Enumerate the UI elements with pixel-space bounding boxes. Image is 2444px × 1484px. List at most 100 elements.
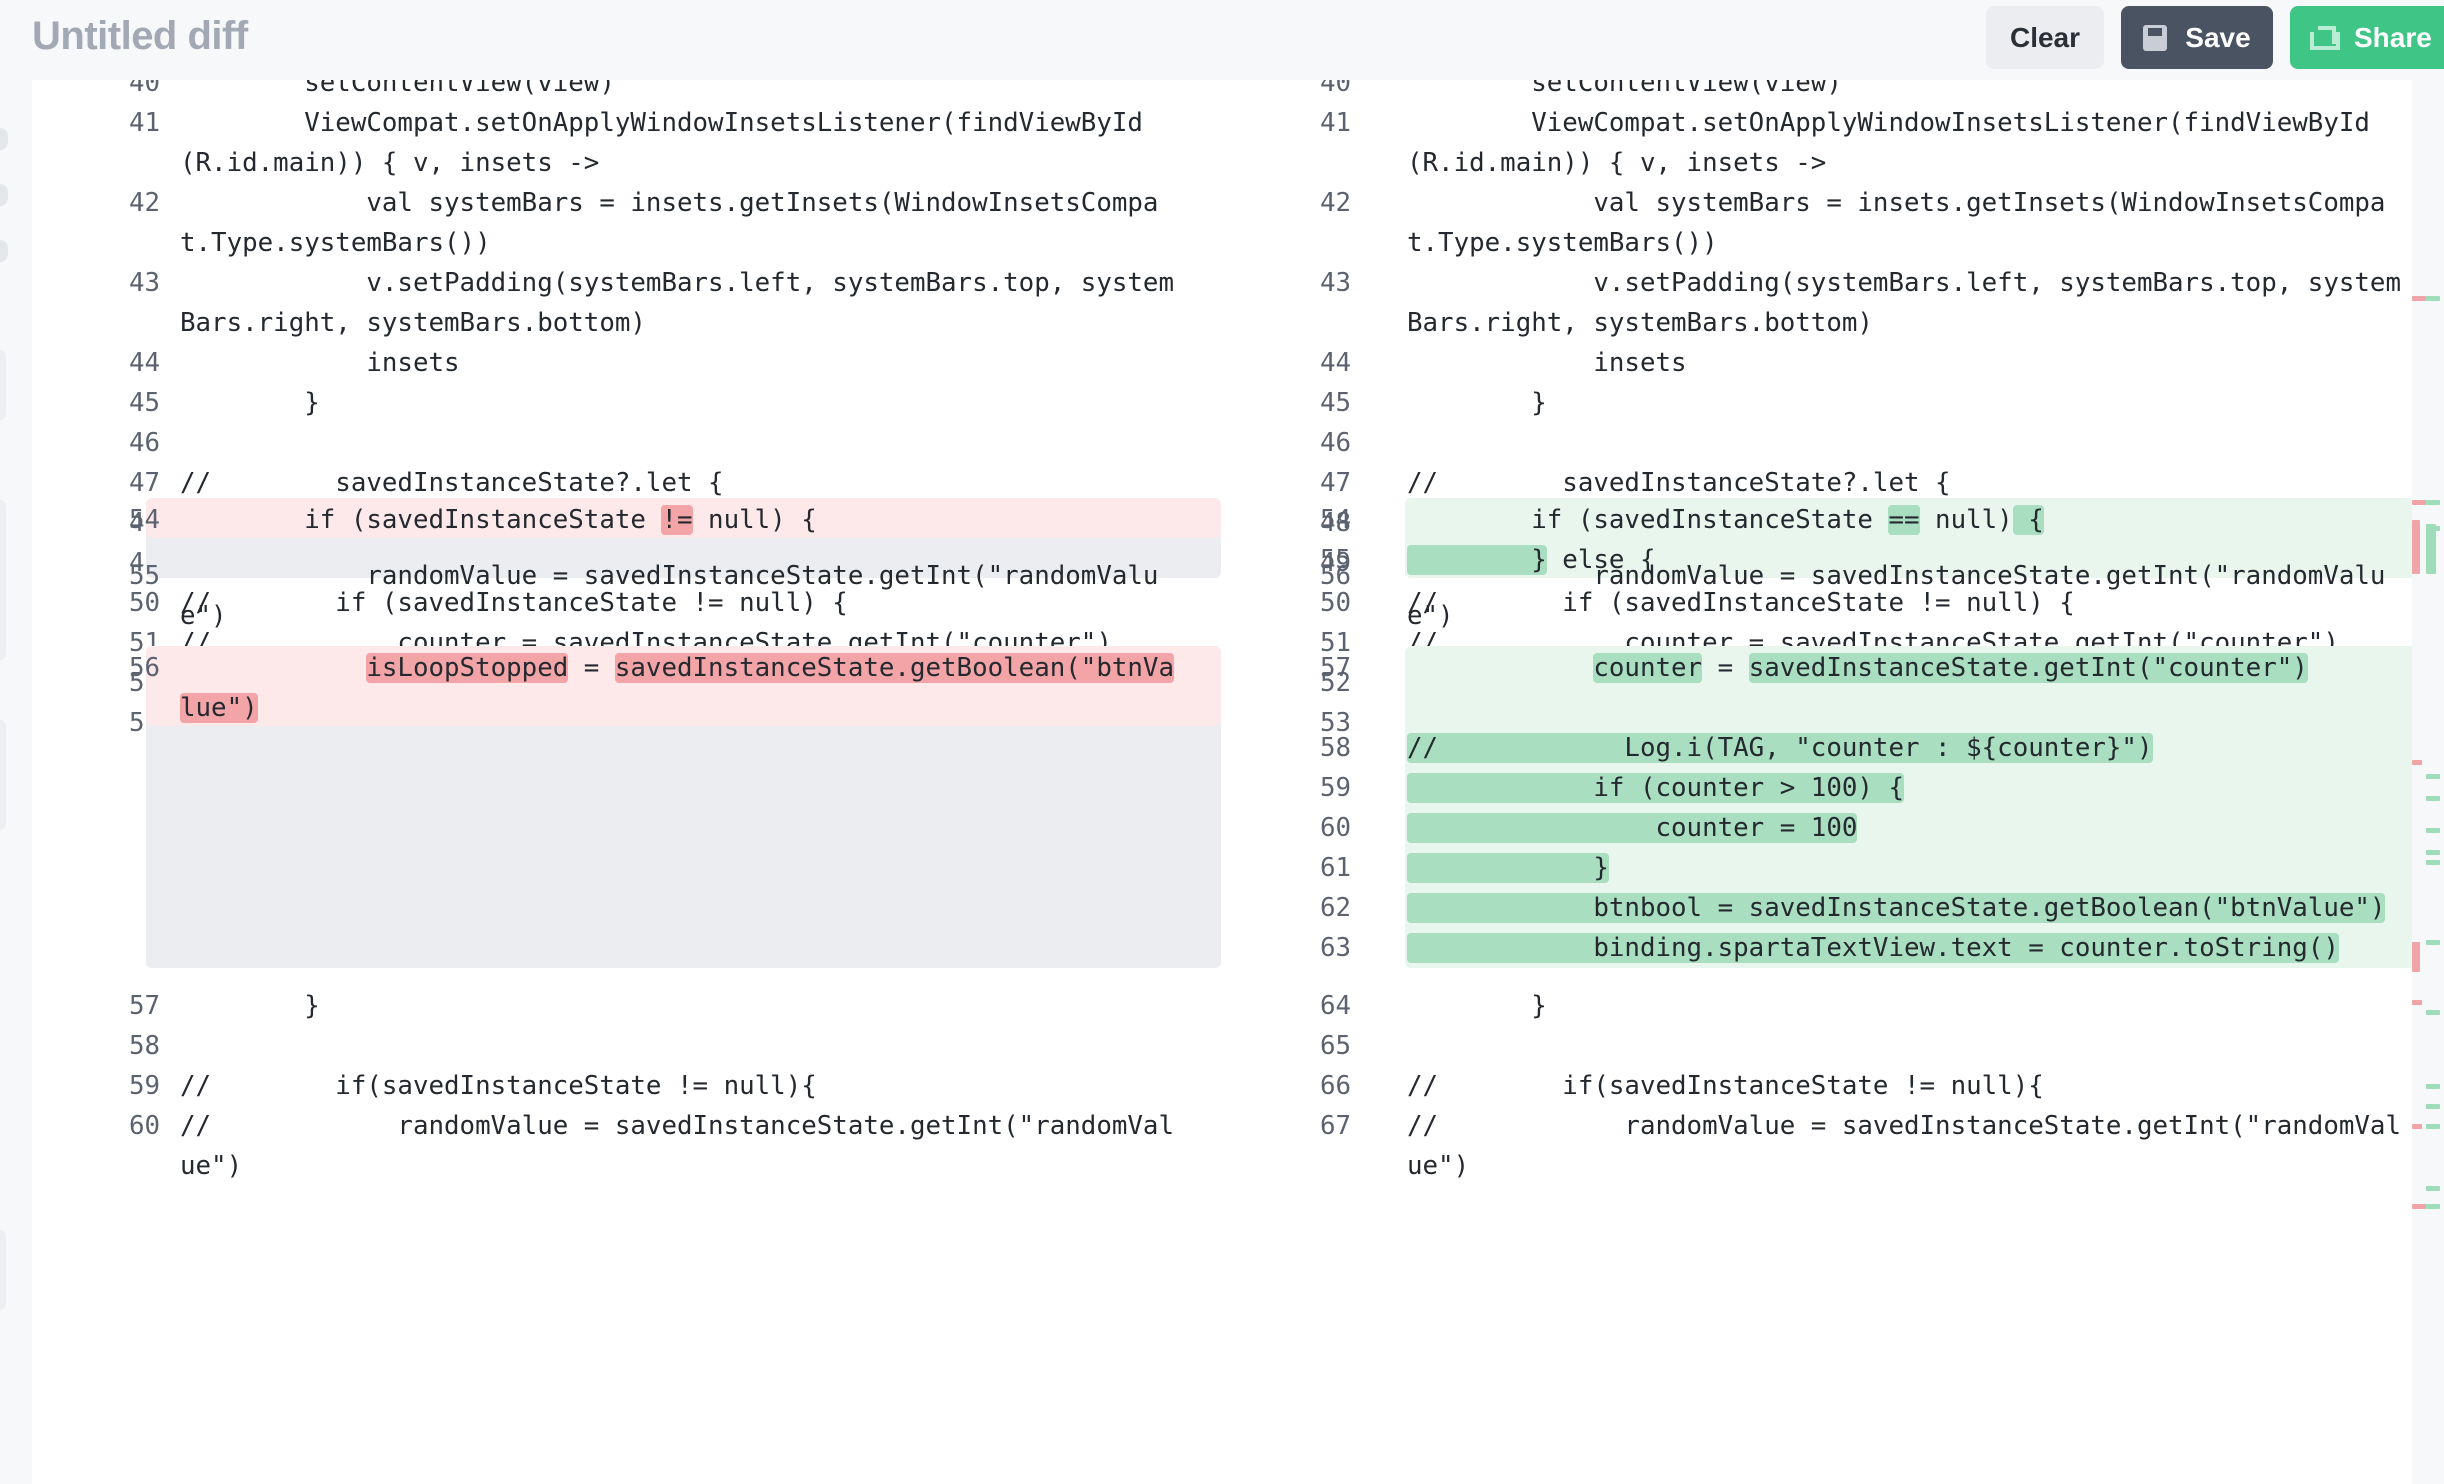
code-text: counter = 100 xyxy=(1407,808,2412,848)
line-number: 48 xyxy=(1319,508,1351,538)
code-token: t.Type.systemBars()) xyxy=(180,228,491,258)
code-text: counter = savedInstanceState.getInt("cou… xyxy=(1407,648,2412,688)
deleted-token: lue") xyxy=(180,693,258,723)
minimap-mark xyxy=(2426,1084,2440,1089)
inserted-token: { xyxy=(2012,505,2044,535)
line-number: 61 xyxy=(1319,853,1351,883)
code-token: null) xyxy=(1919,505,2013,535)
line-number: 53 xyxy=(128,708,160,738)
code-token: randomValue = savedInstanceState.getInt(… xyxy=(180,561,1159,591)
diff-view[interactable]: 40 setContentView(view) 41 ViewCompat.set… xyxy=(32,80,2412,1484)
line-number: 57 xyxy=(128,991,160,1021)
minimap-mark xyxy=(2426,1104,2440,1109)
diff-pane-original[interactable]: 40 setContentView(view)41 ViewCompat.set… xyxy=(32,80,1227,1484)
code-token: if (savedInstanceState xyxy=(1407,505,1889,535)
line-number: 40 xyxy=(128,80,160,98)
line-number: 59 xyxy=(128,1071,160,1101)
line-number: 58 xyxy=(128,1031,160,1061)
line-number: 53 xyxy=(1319,708,1351,738)
diff-minimap[interactable] xyxy=(2412,80,2444,1484)
minimap-mark xyxy=(2412,942,2420,972)
code-token: insets xyxy=(1407,348,1687,378)
code-token: (R.id.main)) { v, insets -> xyxy=(180,148,600,178)
code-text: v.setPadding(systemBars.left, systemBars… xyxy=(180,263,1220,303)
code-token: = xyxy=(1702,653,1749,683)
rail-handle xyxy=(0,240,8,262)
code-token xyxy=(180,653,366,683)
code-text: randomValue = savedInstanceState.getInt(… xyxy=(1407,556,2412,596)
inserted-token: savedInstanceState.getInt("counter") xyxy=(1748,653,2308,683)
line-number: 60 xyxy=(1319,813,1351,843)
header-bar: Untitled diff Clear Save Share xyxy=(0,0,2444,80)
line-number: 55 xyxy=(1319,545,1351,575)
code-text: // randomValue = savedInstanceState.getI… xyxy=(1407,1106,2412,1146)
rail-bar xyxy=(0,350,6,420)
code-token: else { xyxy=(1546,545,1656,575)
code-token: ViewCompat.setOnApplyWindowInsetsListene… xyxy=(1407,108,2370,138)
code-text: t.Type.systemBars()) xyxy=(1407,223,2412,263)
line-number: 67 xyxy=(1319,1111,1351,1141)
code-token: ue") xyxy=(180,1151,243,1181)
code-token: // if (savedInstanceState != null) { xyxy=(1407,588,2075,618)
minimap-mark xyxy=(2426,1010,2440,1015)
minimap-mark xyxy=(2426,1124,2440,1129)
diff-pane-changed[interactable]: 40 setContentView(view)41 ViewCompat.set… xyxy=(1227,80,2412,1484)
line-number: 41 xyxy=(1319,108,1351,138)
minimap-mark xyxy=(2412,1000,2422,1005)
code-text: } else { xyxy=(1407,540,2412,580)
code-token: randomValue = savedInstanceState.getInt(… xyxy=(1407,561,2386,591)
line-number: 56 xyxy=(128,653,160,683)
code-text: val systemBars = insets.getInsets(Window… xyxy=(180,183,1220,223)
minimap-mark xyxy=(2426,1186,2440,1191)
line-number: 51 xyxy=(1319,628,1351,658)
code-token: // randomValue = savedInstanceState.getI… xyxy=(1407,1111,2401,1141)
inserted-token: // Log.i(TAG, "counter : ${counter}") xyxy=(1407,733,2153,763)
minimap-mark xyxy=(2412,524,2420,574)
line-number: 45 xyxy=(128,388,160,418)
code-text: // if (savedInstanceState != null) { xyxy=(1407,583,2412,623)
line-number: 47 xyxy=(1319,468,1351,498)
code-text: e") xyxy=(180,596,1220,636)
code-text: lue") xyxy=(180,688,1220,728)
rail-handle xyxy=(0,128,8,150)
code-text: insets xyxy=(1407,343,2412,383)
left-rail xyxy=(0,80,12,1484)
line-number: 66 xyxy=(1319,1071,1351,1101)
code-text: } xyxy=(1407,383,2412,423)
code-token: } xyxy=(1407,388,1547,418)
code-token: e") xyxy=(1407,601,1454,631)
code-token: = xyxy=(568,653,615,683)
line-number: 47 xyxy=(128,468,160,498)
code-text: // if(savedInstanceState != null){ xyxy=(180,1066,1220,1106)
minimap-mark xyxy=(2412,1204,2426,1209)
minimap-mark xyxy=(2426,1204,2440,1209)
save-button[interactable]: Save xyxy=(2121,6,2273,69)
code-text: ViewCompat.setOnApplyWindowInsetsListene… xyxy=(1407,103,2412,143)
code-text: // Log.i(TAG, "counter : ${counter}") xyxy=(1407,728,2412,768)
inserted-token: if (counter > 100) { xyxy=(1407,773,1904,803)
code-text: setContentView(view) xyxy=(180,80,1220,103)
code-text: insets xyxy=(180,343,1220,383)
code-token: v.setPadding(systemBars.left, systemBars… xyxy=(180,268,1174,298)
code-text: } xyxy=(180,986,1220,1026)
share-icon xyxy=(2310,26,2340,50)
code-token: ue") xyxy=(1407,1151,1470,1181)
code-token: (R.id.main)) { v, insets -> xyxy=(1407,148,1827,178)
code-text: // randomValue = savedInstanceState.getI… xyxy=(180,1106,1220,1146)
code-token: insets xyxy=(180,348,460,378)
code-text: Bars.right, systemBars.bottom) xyxy=(180,303,1220,343)
rail-handle xyxy=(0,184,8,206)
code-text: binding.spartaTextView.text = counter.to… xyxy=(1407,928,2412,968)
save-icon xyxy=(2143,24,2168,51)
page-title[interactable]: Untitled diff xyxy=(32,14,248,58)
clear-button[interactable]: Clear xyxy=(1986,6,2104,69)
line-number: 64 xyxy=(1319,991,1351,1021)
code-text: isLoopStopped = savedInstanceState.getBo… xyxy=(180,648,1220,688)
code-token: // savedInstanceState?.let { xyxy=(180,468,724,498)
share-button[interactable]: Share xyxy=(2290,6,2444,69)
minimap-mark xyxy=(2412,500,2426,505)
line-number: 62 xyxy=(1319,893,1351,923)
code-text: if (counter > 100) { xyxy=(1407,768,2412,808)
minimap-mark xyxy=(2426,524,2436,574)
